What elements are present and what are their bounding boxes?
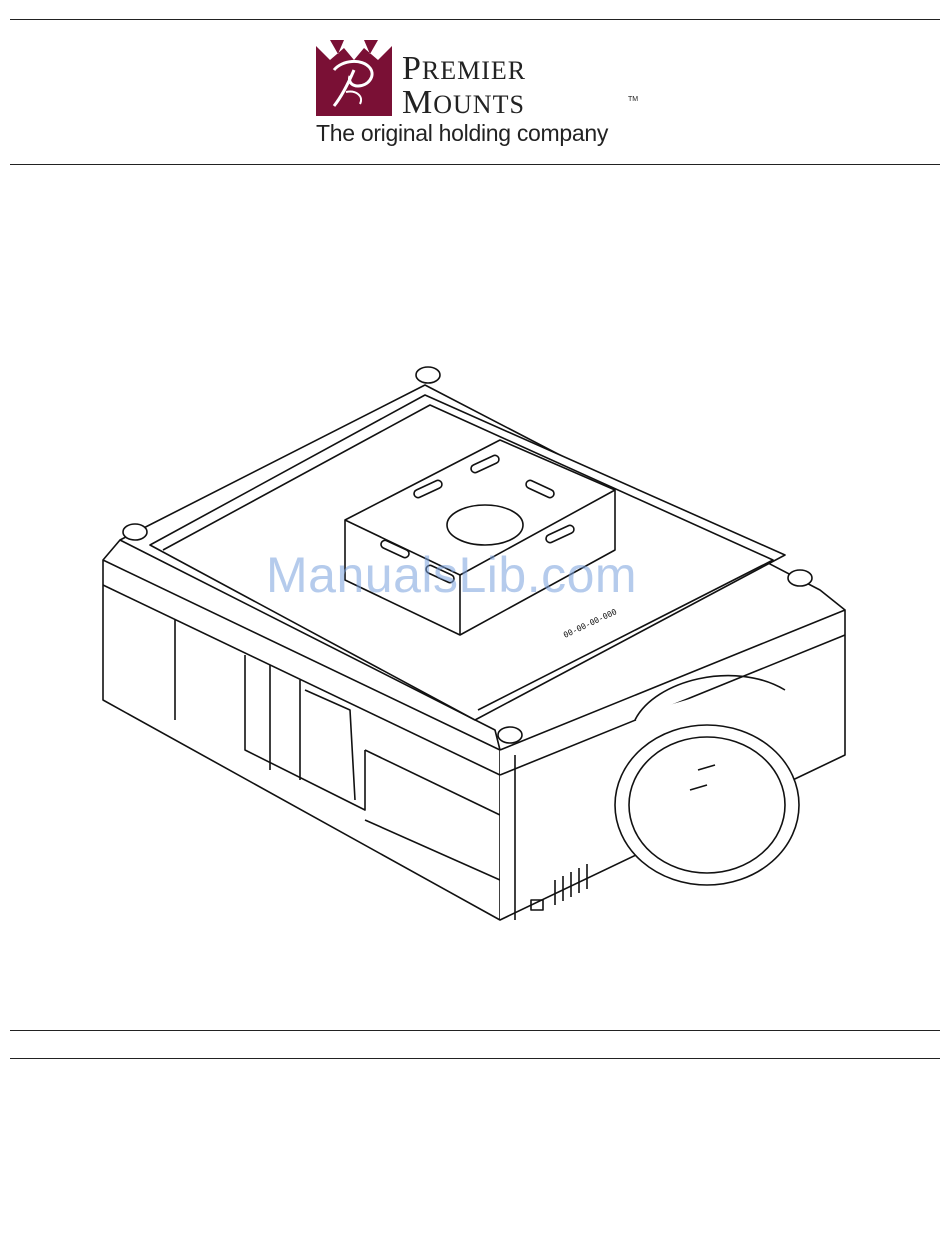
logo-tagline: The original holding company (316, 120, 608, 147)
brand-name-line-1: PREMIER (402, 52, 526, 86)
brand-rest-1: REMIER (422, 56, 526, 85)
manualslib-watermark: ManualsLib.com (266, 546, 637, 604)
header-bottom-rule (10, 164, 940, 165)
footer-rule-top (10, 1030, 940, 1031)
footer-rule-bottom (10, 1058, 940, 1059)
brand-initial-p: P (402, 50, 422, 87)
brand-name-line-2: MOUNTS (402, 86, 525, 120)
premier-mounts-logo: PREMIER MOUNTS TM The original holding c… (316, 40, 636, 150)
logo-mark-icon (316, 40, 392, 116)
brand-initial-m: M (402, 84, 433, 121)
trademark-symbol: TM (628, 96, 638, 103)
top-rule (10, 19, 940, 20)
brand-rest-2: OUNTS (433, 90, 525, 119)
projector-mount-illustration: 00-00-00-000 (95, 360, 855, 930)
